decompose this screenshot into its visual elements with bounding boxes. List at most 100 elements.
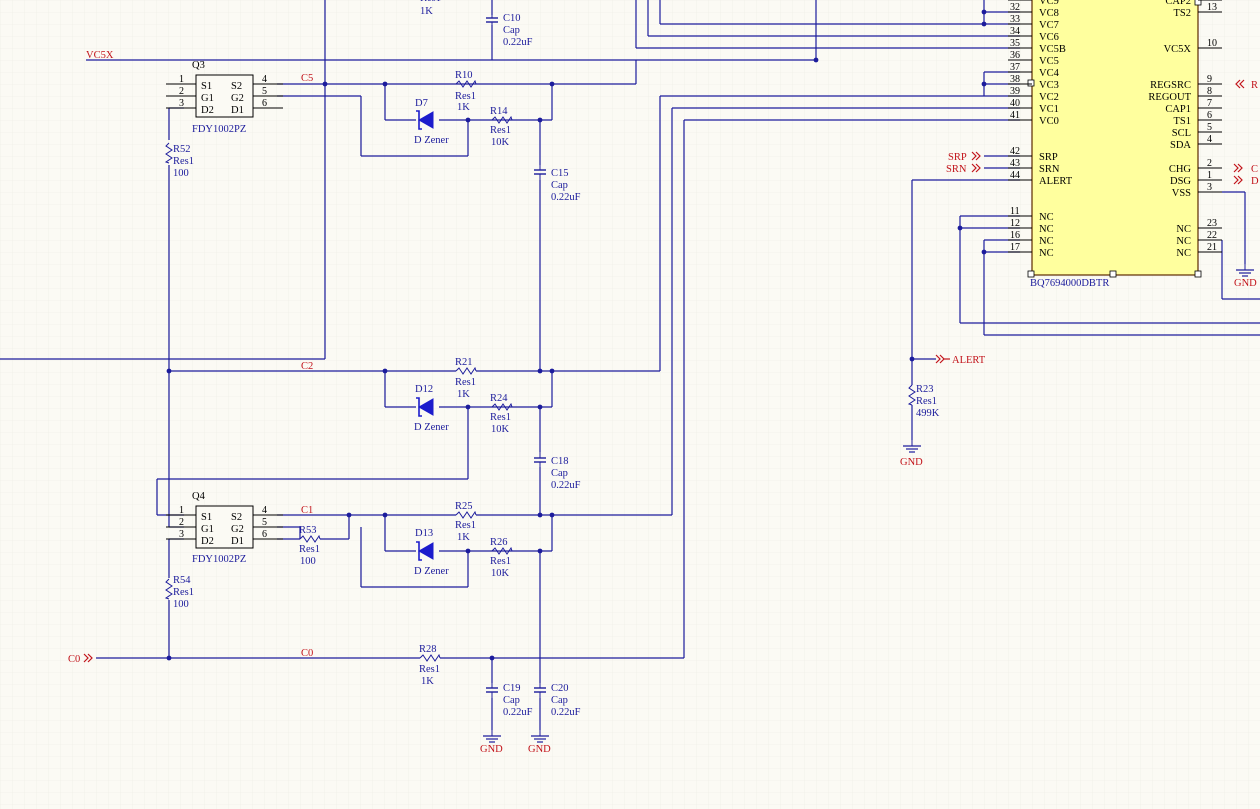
ic-body xyxy=(1031,0,1199,276)
svg-text:Res1: Res1 xyxy=(455,520,476,531)
port-right-chg[interactable]: C xyxy=(1233,163,1258,175)
svg-text:Res1: Res1 xyxy=(173,156,194,167)
svg-text:NC: NC xyxy=(1039,212,1054,223)
svg-text:10: 10 xyxy=(1207,38,1217,49)
port-right-r[interactable]: R xyxy=(1235,79,1258,91)
port-right-dsg[interactable]: D xyxy=(1233,175,1259,187)
zener-diode-d13[interactable]: D13 D Zener xyxy=(414,528,449,577)
svg-text:VC6: VC6 xyxy=(1039,32,1059,43)
capacitor-c10[interactable]: C10 Cap 0.22uF xyxy=(485,11,533,48)
resistor-r54[interactable]: R54 Res1 100 xyxy=(165,575,194,610)
svg-text:0.22uF: 0.22uF xyxy=(551,192,581,203)
svg-text:ALERT: ALERT xyxy=(952,355,986,366)
port-srn[interactable]: SRN xyxy=(946,163,981,175)
resistor-r53[interactable]: R53 Res1 100 xyxy=(299,525,321,567)
svg-text:33: 33 xyxy=(1010,14,1020,25)
svg-text:R28: R28 xyxy=(419,644,437,655)
capacitor-c18[interactable]: C18 Cap 0.22uF xyxy=(533,451,581,491)
ic-pin-vc9[interactable]: VC9 xyxy=(1008,0,1059,7)
mosfet-q3[interactable]: Q3 1 2 3 S1 G1 D2 S2 G2 D1 4 5 6 FDY1002… xyxy=(166,60,283,135)
svg-text:Res1: Res1 xyxy=(419,664,440,675)
svg-text:1K: 1K xyxy=(421,676,434,687)
svg-text:VC0: VC0 xyxy=(1039,116,1059,127)
svg-text:3: 3 xyxy=(1207,182,1212,193)
svg-text:C20: C20 xyxy=(551,683,569,694)
q3-ref: Q3 xyxy=(192,60,205,71)
resistor-r28[interactable]: R28 Res1 1K xyxy=(419,644,441,687)
port-srp[interactable]: SRP xyxy=(948,151,981,163)
port-c0[interactable]: C0 xyxy=(68,653,93,665)
svg-text:SRP: SRP xyxy=(1039,152,1058,163)
svg-text:VC4: VC4 xyxy=(1039,68,1060,79)
svg-text:11: 11 xyxy=(1010,206,1020,217)
zener-diode-d7[interactable]: D7 D Zener xyxy=(414,98,449,146)
resistor-r14[interactable]: R14 Res1 10K xyxy=(490,106,513,148)
resistor-r24[interactable]: R24 Res1 10K xyxy=(490,393,513,435)
svg-text:D12: D12 xyxy=(415,384,433,395)
svg-text:17: 17 xyxy=(1010,242,1020,253)
resistor-top-partial[interactable]: Res1 1K xyxy=(420,0,441,17)
svg-text:1K: 1K xyxy=(457,532,470,543)
svg-text:GND: GND xyxy=(528,744,551,755)
svg-text:TS2: TS2 xyxy=(1173,8,1191,19)
resistor-r52[interactable]: R52 Res1 100 xyxy=(165,142,194,179)
capacitor-c19[interactable]: C19 Cap 0.22uF xyxy=(485,681,533,718)
resistor-r26[interactable]: R26 Res1 10K xyxy=(490,537,513,579)
capacitor-c20[interactable]: C20 Cap 0.22uF xyxy=(533,681,581,718)
mosfet-q4[interactable]: Q4 1 2 3 S1 G1 D2 S2 G2 D1 4 5 6 FDY1002… xyxy=(166,491,283,565)
resistor-r23[interactable]: R23 Res1 499K xyxy=(908,384,940,419)
ic-bq7694000[interactable]: VC932VC833VC734VC635VC5B36VC537VC438VC33… xyxy=(1008,0,1222,289)
port-alert[interactable]: ALERT xyxy=(935,354,986,366)
svg-text:VC2: VC2 xyxy=(1039,92,1059,103)
svg-text:NC: NC xyxy=(1176,248,1191,259)
svg-text:42: 42 xyxy=(1010,146,1020,157)
resistor-r25[interactable]: R25 Res1 1K xyxy=(455,501,477,543)
svg-text:7: 7 xyxy=(1207,98,1212,109)
net-c2: C2 xyxy=(301,361,313,372)
resistor-r21[interactable]: R21 Res1 1K xyxy=(455,357,477,400)
svg-text:D2: D2 xyxy=(201,105,214,116)
capacitor-c15[interactable]: C15 Cap 0.22uF xyxy=(533,163,581,203)
svg-text:S2: S2 xyxy=(231,81,242,92)
svg-text:Cap: Cap xyxy=(551,468,568,479)
ic-pin-cap2[interactable]: CAP2 xyxy=(1165,0,1222,7)
resistor-r10[interactable]: R10 Res1 1K xyxy=(455,70,477,113)
svg-text:16: 16 xyxy=(1010,230,1020,241)
zener-diode-d12[interactable]: D12 D Zener xyxy=(414,384,449,433)
svg-text:2: 2 xyxy=(179,86,184,97)
svg-text:REGOUT: REGOUT xyxy=(1148,92,1191,103)
svg-text:D1: D1 xyxy=(231,105,244,116)
svg-text:NC: NC xyxy=(1176,224,1191,235)
